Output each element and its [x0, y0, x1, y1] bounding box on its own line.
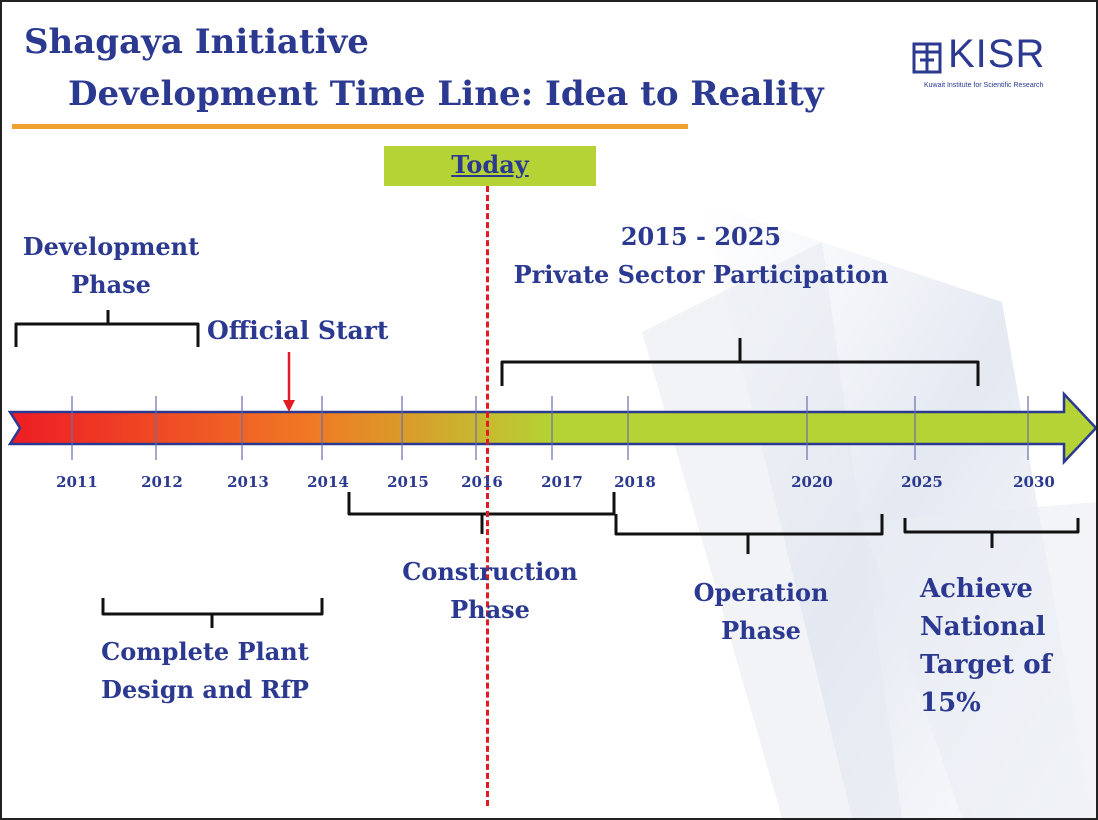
title-line-2: Development Time Line: Idea to Reality	[68, 74, 824, 114]
year-label: 2020	[791, 473, 833, 491]
year-label: 2013	[227, 473, 269, 491]
year-label: 2014	[307, 473, 349, 491]
private-sector-years: 2015 - 2025	[620, 222, 782, 251]
brace-operation	[614, 514, 884, 554]
timeline-ticks	[71, 396, 1029, 460]
today-box	[384, 146, 596, 186]
title-underline-rule	[12, 124, 688, 129]
official-start-label: Official Start	[207, 316, 389, 345]
construction-phase-label: Construction Phase	[402, 557, 578, 624]
brace-private-sector	[500, 338, 980, 386]
private-sector-text: Private Sector Participation	[513, 260, 889, 289]
year-label: 2017	[541, 473, 583, 491]
achieve-target-label: Achieve National Target of 15%	[920, 574, 1052, 718]
year-label: 2016	[461, 473, 503, 491]
year-label: 2025	[901, 473, 943, 491]
logo-subtitle: Kuwait Institute for Scientific Research	[924, 82, 1044, 89]
year-label: 2012	[141, 473, 183, 491]
complete-plant-label: Complete Plant Design and RfP	[101, 637, 309, 704]
brace-achieve	[903, 518, 1080, 548]
year-label: 2030	[1013, 473, 1055, 491]
private-sector-label: 2015 - 2025 Private Sector Participation	[496, 218, 906, 294]
operation-phase-label: Operation Phase	[693, 578, 829, 645]
logo-wordmark: KISR	[948, 32, 1046, 76]
official-start-pointer	[283, 352, 295, 412]
today-dashed-line	[486, 186, 489, 806]
today-label: Today	[451, 150, 529, 179]
brace-construction	[347, 492, 616, 534]
development-phase-label: Development Phase	[22, 232, 200, 299]
brace-complete-plant	[101, 598, 324, 628]
year-label: 2018	[614, 473, 656, 491]
timeline-arrow	[7, 390, 1096, 466]
year-label: 2011	[56, 473, 98, 491]
year-label: 2015	[387, 473, 429, 491]
title-line-1: Shagaya Initiative	[24, 22, 369, 62]
brace-development	[14, 310, 200, 347]
